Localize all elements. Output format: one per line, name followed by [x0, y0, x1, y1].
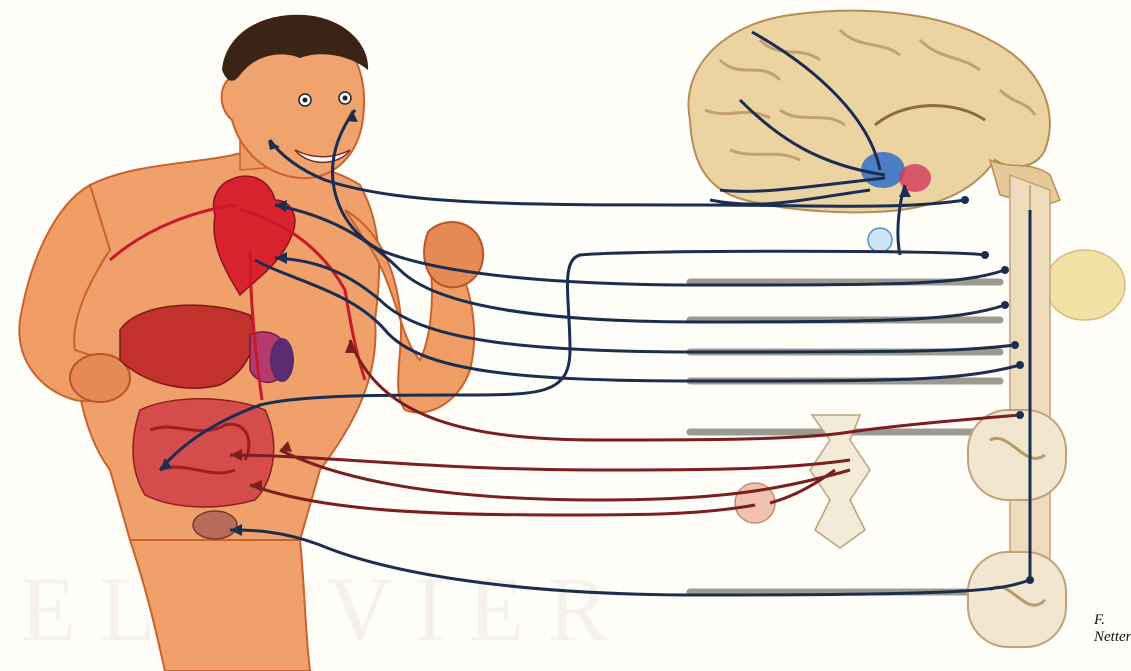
watermark: E L S E V I E R — [20, 558, 609, 660]
pituitary — [868, 228, 892, 252]
artist-signature: F. Netter — [1094, 612, 1131, 646]
hypothalamus — [861, 152, 905, 188]
svg-text:E L S E V I E R: E L S E V I E R — [20, 558, 609, 660]
brain-sagittal-section — [688, 11, 1125, 320]
bladder — [193, 511, 237, 539]
spleen — [270, 338, 294, 382]
spinal-cord-segment-thoracic — [968, 410, 1066, 500]
right-fist — [424, 222, 483, 287]
cerebellum — [1045, 250, 1125, 320]
pathway-to-colon — [250, 485, 755, 515]
intestines — [133, 399, 274, 507]
spinal-cord-segment-sacral — [968, 552, 1066, 647]
